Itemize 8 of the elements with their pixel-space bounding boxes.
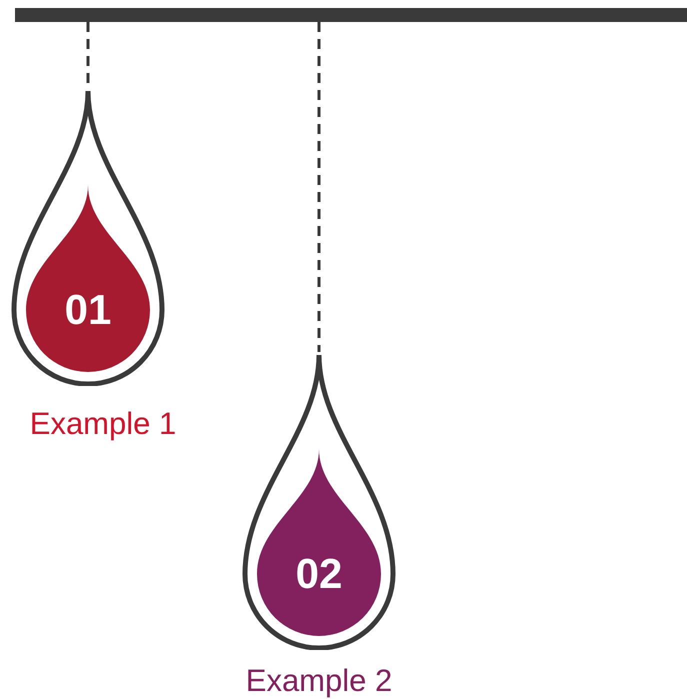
node-label: Example 2	[246, 665, 392, 696]
drop-marker	[240, 352, 398, 650]
step-number: 01	[64, 289, 112, 331]
node-label: Example 1	[30, 408, 176, 439]
hanging-bar	[15, 8, 687, 22]
step-number: 02	[296, 553, 342, 595]
dashed-hanger-line	[318, 22, 320, 352]
drop-marker	[9, 88, 167, 386]
